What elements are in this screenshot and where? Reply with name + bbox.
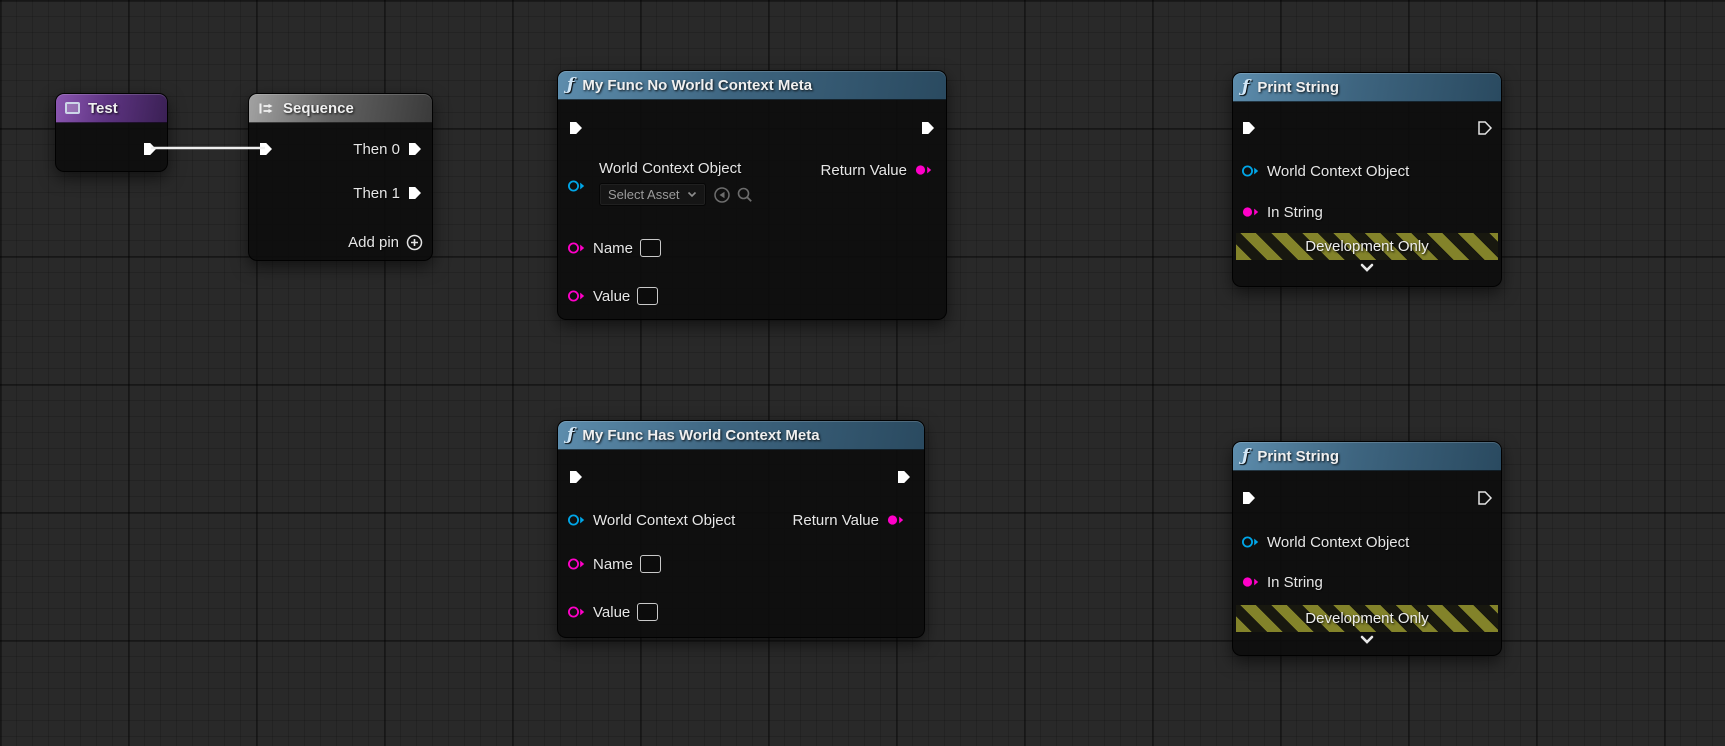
node-header[interactable]: ƒ Print String [1233,442,1501,471]
name-pin[interactable] [567,556,586,572]
node-sequence-header[interactable]: Sequence [249,94,432,123]
node-title: My Func No World Context Meta [582,76,813,94]
expand-node-chevron-icon[interactable] [1359,635,1375,645]
node-title: Sequence [283,99,354,117]
node-print-string-bottom[interactable]: ƒ Print String World Context Object In S… [1232,441,1502,656]
node-title: Print String [1257,78,1339,96]
pin-label: World Context Object [1267,162,1410,180]
name-input[interactable] [640,239,662,257]
add-pin-row[interactable]: Add pin [348,233,423,251]
name-row: Name [567,555,662,573]
node-header[interactable]: ƒ My Func No World Context Meta [558,71,946,100]
exec-out-pin[interactable] [1477,489,1493,507]
pin-label: Then 0 [353,140,400,158]
chevron-down-icon [687,191,696,198]
pin-label: World Context Object [1267,533,1410,551]
value-row: Value [567,603,659,621]
node-header[interactable]: ƒ My Func Has World Context Meta [558,421,924,450]
node-test[interactable]: Test [55,93,168,172]
name-pin[interactable] [567,240,586,256]
world-context-row: World Context Object [567,511,735,529]
value-pin[interactable] [567,288,586,304]
sequence-icon [259,103,273,113]
return-value-pin[interactable] [886,512,905,528]
value-input[interactable] [637,603,659,621]
exec-out-pin[interactable] [896,468,912,486]
value-input[interactable] [637,287,659,305]
world-context-row: World Context Object [1241,162,1409,180]
in-string-row: In String [1241,203,1323,221]
exec-in-pin[interactable] [568,468,584,486]
value-pin[interactable] [567,604,586,620]
in-string-pin[interactable] [1241,204,1260,220]
node-title: Print String [1257,447,1339,465]
add-pin-icon[interactable] [406,234,423,251]
world-context-object-pin[interactable] [567,512,586,528]
pin-label: In String [1267,203,1323,221]
node-header[interactable]: ƒ Print String [1233,73,1501,102]
name-input[interactable] [640,555,662,573]
then0-row: Then 0 [353,140,423,158]
then0-exec-out-pin[interactable] [407,141,423,157]
banner-label: Development Only [1305,610,1429,627]
select-asset-dropdown[interactable]: Select Asset [599,183,706,206]
pin-label: Return Value [792,511,879,529]
node-title: Test [88,99,118,117]
return-value-pin[interactable] [914,162,933,178]
banner-label: Development Only [1305,238,1429,255]
pin-label: In String [1267,573,1323,591]
browse-asset-icon[interactable] [736,186,754,204]
widget-icon [65,102,80,114]
world-context-object-pin[interactable] [567,178,586,194]
world-context-row: World Context Object [1241,533,1409,551]
exec-out-pin[interactable] [920,119,936,137]
pin-label: World Context Object [593,511,736,529]
then1-row: Then 1 [353,184,423,202]
return-value-row: Return Value [793,511,905,529]
function-icon: ƒ [1242,445,1250,466]
in-string-row: In String [1241,573,1323,591]
in-string-pin[interactable] [1241,574,1260,590]
then1-exec-out-pin[interactable] [407,185,423,201]
pin-label: Name [593,555,634,573]
development-only-banner: Development Only [1236,605,1498,632]
add-pin-label: Add pin [348,233,399,251]
exec-in-pin[interactable] [258,140,274,158]
development-only-banner: Development Only [1236,233,1498,260]
node-my-func-has-world-context-meta[interactable]: ƒ My Func Has World Context Meta World C… [557,420,925,638]
select-asset-value: Select Asset [608,187,680,202]
return-value-row: Return Value [821,161,933,179]
exec-out-pin[interactable] [1477,119,1493,137]
function-icon: ƒ [1242,76,1250,97]
node-print-string-top[interactable]: ƒ Print String World Context Object In S… [1232,72,1502,287]
function-icon: ƒ [567,424,575,445]
use-selected-asset-icon[interactable] [713,186,731,204]
world-context-object-pin[interactable] [1241,534,1260,550]
pin-label: World Context Object [599,160,742,177]
pin-label: Return Value [820,161,907,179]
asset-picker-row: Select Asset [599,183,754,206]
exec-out-pin[interactable] [142,140,158,158]
pin-label: Value [593,603,631,621]
node-sequence[interactable]: Sequence Then 0 Then 1 Add pin [248,93,433,261]
exec-in-pin[interactable] [1241,119,1257,137]
pin-label: Value [593,287,631,305]
exec-in-pin[interactable] [1241,489,1257,507]
node-my-func-no-world-context-meta[interactable]: ƒ My Func No World Context Meta World Co… [557,70,947,320]
node-test-header[interactable]: Test [56,94,167,123]
expand-node-chevron-icon[interactable] [1359,263,1375,273]
node-title: My Func Has World Context Meta [582,426,820,444]
value-row: Value [567,287,659,305]
world-context-object-pin[interactable] [1241,163,1260,179]
name-row: Name [567,239,662,257]
function-icon: ƒ [567,74,575,95]
exec-in-pin[interactable] [568,119,584,137]
pin-label: Then 1 [353,184,400,202]
pin-label: Name [593,239,634,257]
